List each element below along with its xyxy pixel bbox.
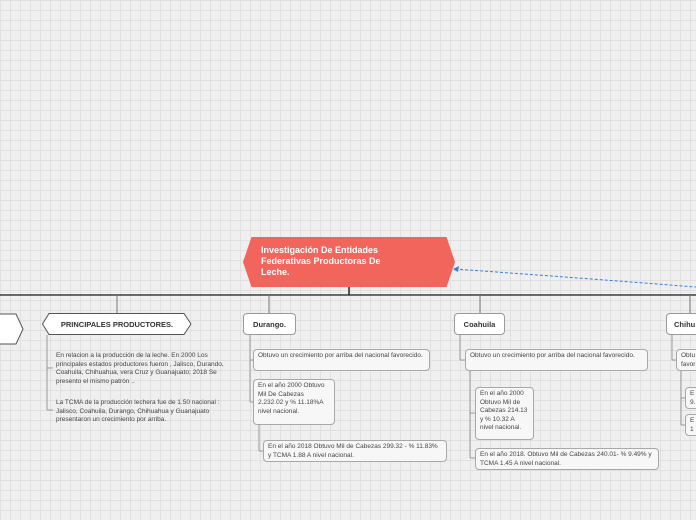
durango-note-2[interactable]: En el año 2000 Obtuvo Mil De Cabezas 2.2… [253, 379, 335, 425]
chihuahua-note-3-line-2: 1 [690, 425, 694, 433]
central-topic[interactable]: Investigación De Entidades Federativas P… [243, 237, 455, 287]
coahuila-note-2[interactable]: En el año 2000 Obtuvo Mil de Cabezas 214… [475, 387, 534, 440]
branch-chihuahua[interactable]: Chihu [666, 313, 696, 335]
branch-productores[interactable]: PRINCIPALES PRODUCTORES. [42, 313, 192, 335]
branch-chihuahua-title: Chihu [674, 319, 696, 329]
chihuahua-note-2[interactable]: E 9. [685, 387, 696, 409]
durango-note-1[interactable]: Obtuvo un crecimiento por arriba del nac… [253, 349, 430, 371]
chihuahua-note-2-line-1: E [690, 390, 695, 397]
productores-note-2[interactable]: La TCMA de la producción lechera fue de … [56, 399, 220, 423]
branch-durango[interactable]: Durango. [243, 313, 296, 335]
coahuila-note-3[interactable]: En el año 2018. Obtuvo Mil de Cabezas 24… [475, 448, 659, 470]
chihuahua-note-1-line-2: favor [681, 360, 696, 368]
central-topic-title: Investigación De Entidades Federativas P… [261, 245, 381, 277]
branch-coahuila-title: Coahuila [463, 319, 496, 329]
chihuahua-note-1-line-1: Obtu [681, 352, 696, 359]
chihuahua-note-3-line-1: E [690, 417, 695, 424]
chihuahua-note-3[interactable]: E 1 [685, 414, 696, 436]
branch-coahuila[interactable]: Coahuila [454, 313, 505, 335]
branch-productores-title: PRINCIPALES PRODUCTORES. [60, 319, 174, 329]
chihuahua-note-1[interactable]: Obtu favor [676, 349, 696, 371]
durango-note-3[interactable]: En el año 2018 Obtuvo Mil de Cabezas 299… [263, 440, 447, 462]
coahuila-note-1[interactable]: Obtuvo un crecimiento por arriba del nac… [465, 349, 648, 371]
chihuahua-note-2-line-2: 9. [690, 398, 696, 406]
branch-durango-title: Durango. [253, 319, 286, 329]
productores-note-1[interactable]: En relacion a la producción de la leche.… [56, 352, 224, 385]
